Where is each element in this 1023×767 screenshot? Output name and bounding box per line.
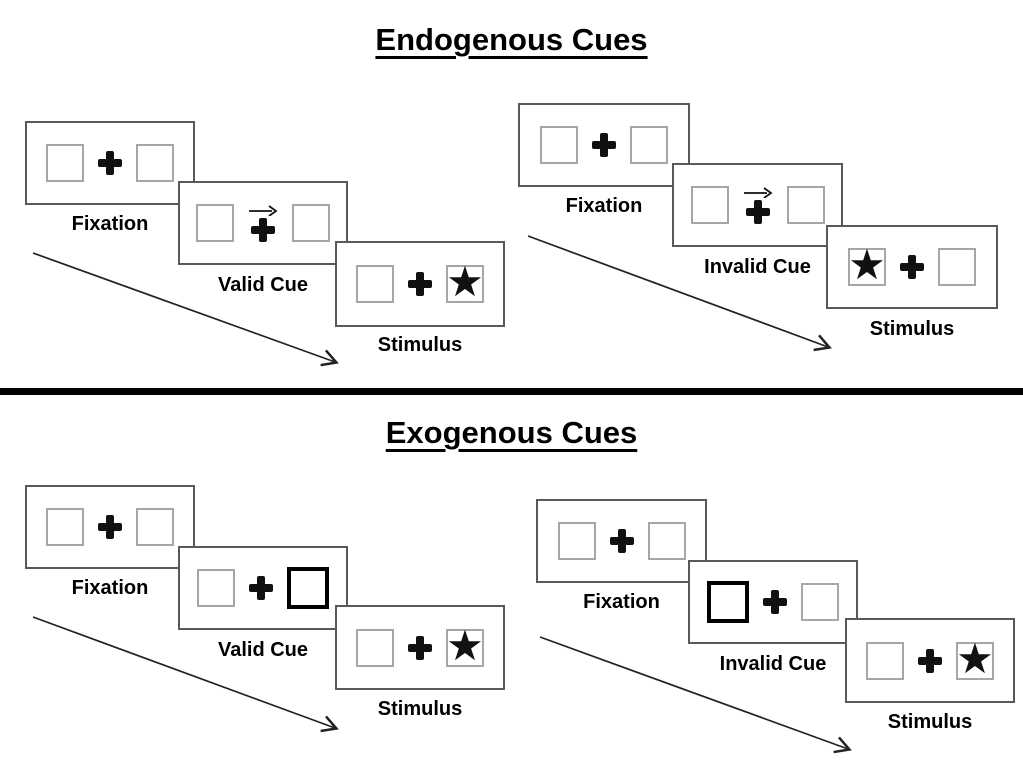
left-box	[866, 641, 904, 680]
fixation-cross-icon	[763, 590, 787, 614]
fixation-cross-icon	[98, 151, 122, 175]
stimulus-panel: ★	[335, 241, 505, 327]
fixation-panel	[518, 103, 690, 187]
right-box: ★	[446, 624, 484, 667]
right-box: ★	[446, 261, 484, 303]
left-box	[540, 126, 578, 164]
exogenous-section-title: Exogenous Cues	[0, 415, 1023, 451]
cue-arrow-icon	[249, 205, 278, 216]
fixation-cross-icon	[745, 200, 770, 224]
fixation-cross-icon	[609, 529, 634, 553]
fixation-cross-icon	[592, 133, 616, 157]
cued-box	[287, 567, 329, 609]
sequence-arrow-icon	[527, 235, 832, 352]
fixation-cross-icon	[249, 576, 273, 600]
right-box	[647, 522, 686, 560]
panel-label: Fixation	[71, 213, 149, 235]
cue-column	[743, 186, 773, 224]
panel-label: Valid Cue	[217, 639, 309, 661]
fixation-cross-icon	[900, 255, 924, 279]
cue-arrow-icon	[743, 187, 773, 198]
fixation-cross-icon	[98, 515, 122, 539]
endogenous-section-title: Endogenous Cues	[0, 22, 1023, 58]
panel-label: Invalid Cue	[704, 256, 811, 278]
valid-cue-panel	[178, 181, 348, 265]
fixation-panel	[25, 485, 195, 569]
fixation-cross-icon	[251, 218, 275, 242]
fixation-panel	[536, 499, 707, 583]
right-box	[136, 144, 174, 182]
panel-label: Fixation	[565, 195, 643, 217]
fixation-cross-icon	[918, 648, 942, 673]
stimulus-panel: ★	[826, 225, 998, 309]
invalid-cue-panel	[672, 163, 843, 247]
panel-label: Stimulus	[887, 711, 973, 733]
cued-box	[707, 581, 749, 623]
panel-label: Fixation	[583, 591, 660, 613]
endogenous-section-title-text: Endogenous Cues	[375, 22, 648, 57]
cue-column	[248, 204, 278, 242]
right-box	[786, 186, 825, 224]
stimulus-panel: ★	[845, 618, 1015, 703]
right-box	[801, 583, 839, 621]
panel-label: Valid Cue	[217, 274, 309, 296]
fixation-panel	[25, 121, 195, 205]
left-box	[197, 569, 235, 607]
right-box	[938, 248, 976, 286]
right-box	[136, 508, 174, 546]
stimulus-panel: ★	[335, 605, 505, 690]
star-icon: ★	[446, 258, 484, 305]
sequence-arrow-icon	[539, 636, 852, 754]
right-box	[630, 126, 668, 164]
left-box	[356, 628, 394, 667]
panel-label: Fixation	[71, 577, 149, 599]
left-box	[46, 144, 84, 182]
valid-cue-panel	[178, 546, 348, 630]
panel-label: Stimulus	[377, 698, 463, 720]
panel-label: Stimulus	[377, 334, 463, 356]
panel-label: Invalid Cue	[719, 653, 827, 675]
star-icon: ★	[848, 241, 886, 288]
right-box	[292, 204, 330, 242]
left-box	[46, 508, 84, 546]
left-box	[196, 204, 234, 242]
left-box	[690, 186, 729, 224]
fixation-cross-icon	[408, 635, 432, 660]
panel-label: Stimulus	[869, 318, 955, 340]
right-box: ★	[956, 637, 994, 680]
sequence-arrow-icon	[32, 252, 339, 367]
left-box	[356, 265, 394, 303]
star-icon: ★	[956, 634, 994, 682]
fixation-cross-icon	[408, 272, 432, 296]
exogenous-section-title-text: Exogenous Cues	[385, 415, 638, 450]
sequence-arrow-icon	[32, 616, 339, 733]
left-box: ★	[848, 244, 886, 286]
left-box	[557, 522, 596, 560]
star-icon: ★	[446, 621, 484, 669]
section-divider	[0, 388, 1023, 395]
invalid-cue-panel	[688, 560, 858, 644]
